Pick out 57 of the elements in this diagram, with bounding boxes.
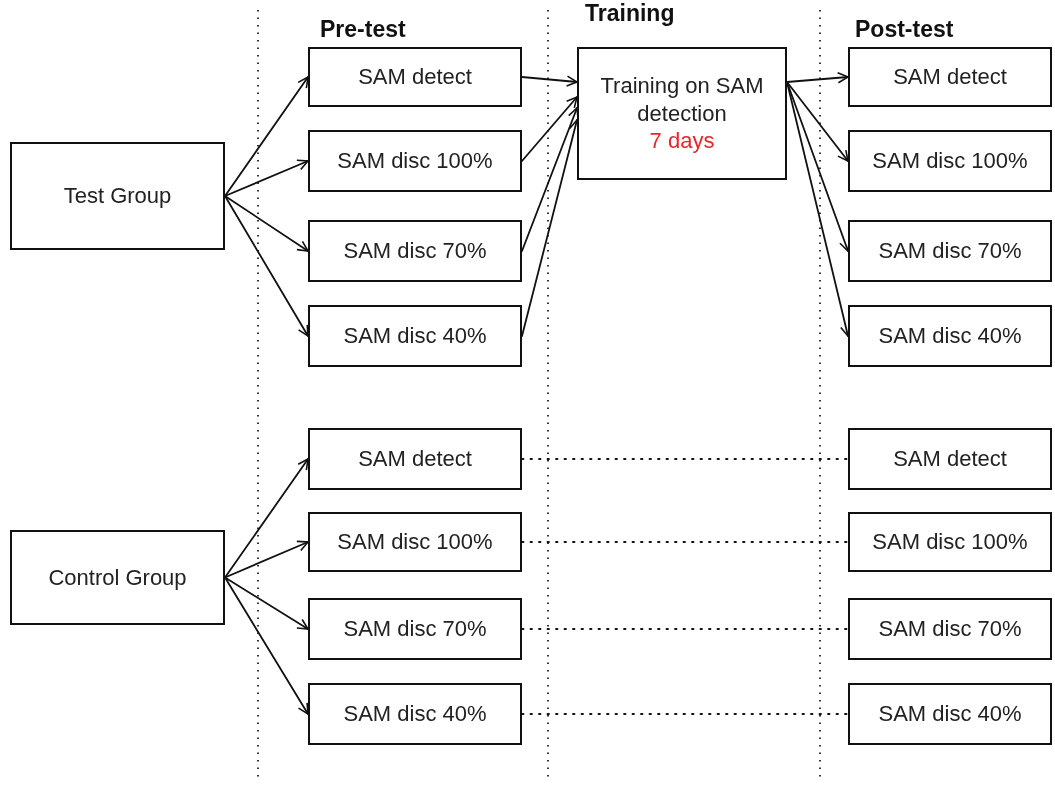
arrow <box>224 576 309 630</box>
dotted-line <box>521 628 849 630</box>
process-box <box>308 598 522 660</box>
process-box <box>848 512 1052 572</box>
box-label: SAM disc 40% <box>878 700 1022 728</box>
column-heading: Training <box>585 0 675 27</box>
arrow <box>224 540 309 579</box>
arrow <box>786 81 849 162</box>
dotted-line <box>521 458 849 460</box>
box-label: SAM disc 70% <box>878 615 1022 643</box>
arrow <box>224 76 309 197</box>
process-box <box>308 683 522 745</box>
arrow <box>224 458 309 579</box>
arrow <box>521 75 578 87</box>
box-label: SAM disc 40% <box>343 322 487 350</box>
process-box <box>308 220 522 282</box>
box-label: Training on SAM detection <box>599 72 765 128</box>
box-label: SAM disc 100% <box>337 528 493 556</box>
box-label: SAM disc 70% <box>343 615 487 643</box>
box-label: Test Group <box>63 182 172 210</box>
box-label: SAM disc 100% <box>872 147 1028 175</box>
process-box <box>10 142 225 250</box>
box-label: SAM disc 40% <box>878 322 1022 350</box>
column-heading: Pre-test <box>320 16 406 43</box>
box-label: SAM disc 100% <box>872 528 1028 556</box>
process-box <box>848 305 1052 367</box>
box-label: SAM disc 70% <box>343 237 487 265</box>
training-box <box>577 47 787 180</box>
box-label: SAM detect <box>358 63 472 91</box>
duration-label: 7 days <box>649 127 715 155</box>
box-label: SAM disc 100% <box>337 147 493 175</box>
process-box <box>308 512 522 572</box>
box-label: Control Group <box>48 563 187 592</box>
process-box <box>308 428 522 490</box>
process-box <box>848 47 1052 107</box>
process-box <box>848 598 1052 660</box>
process-box <box>10 530 225 625</box>
process-box <box>308 130 522 192</box>
process-box <box>848 428 1052 490</box>
box-label: SAM detect <box>893 445 1007 473</box>
dotted-line <box>521 713 849 715</box>
arrow <box>786 72 849 84</box>
process-box <box>848 220 1052 282</box>
box-label: SAM detect <box>893 63 1007 91</box>
box-label: SAM detect <box>358 445 472 473</box>
box-label: SAM disc 70% <box>878 237 1022 265</box>
column-heading: Post-test <box>855 16 954 43</box>
arrow <box>224 159 309 197</box>
process-box <box>848 683 1052 745</box>
arrow <box>224 195 309 337</box>
arrow <box>224 195 309 252</box>
box-label: SAM disc 40% <box>343 700 487 728</box>
process-box <box>848 130 1052 192</box>
dotted-line <box>521 541 849 543</box>
arrow <box>521 96 578 162</box>
process-box <box>308 305 522 367</box>
process-box <box>308 47 522 107</box>
